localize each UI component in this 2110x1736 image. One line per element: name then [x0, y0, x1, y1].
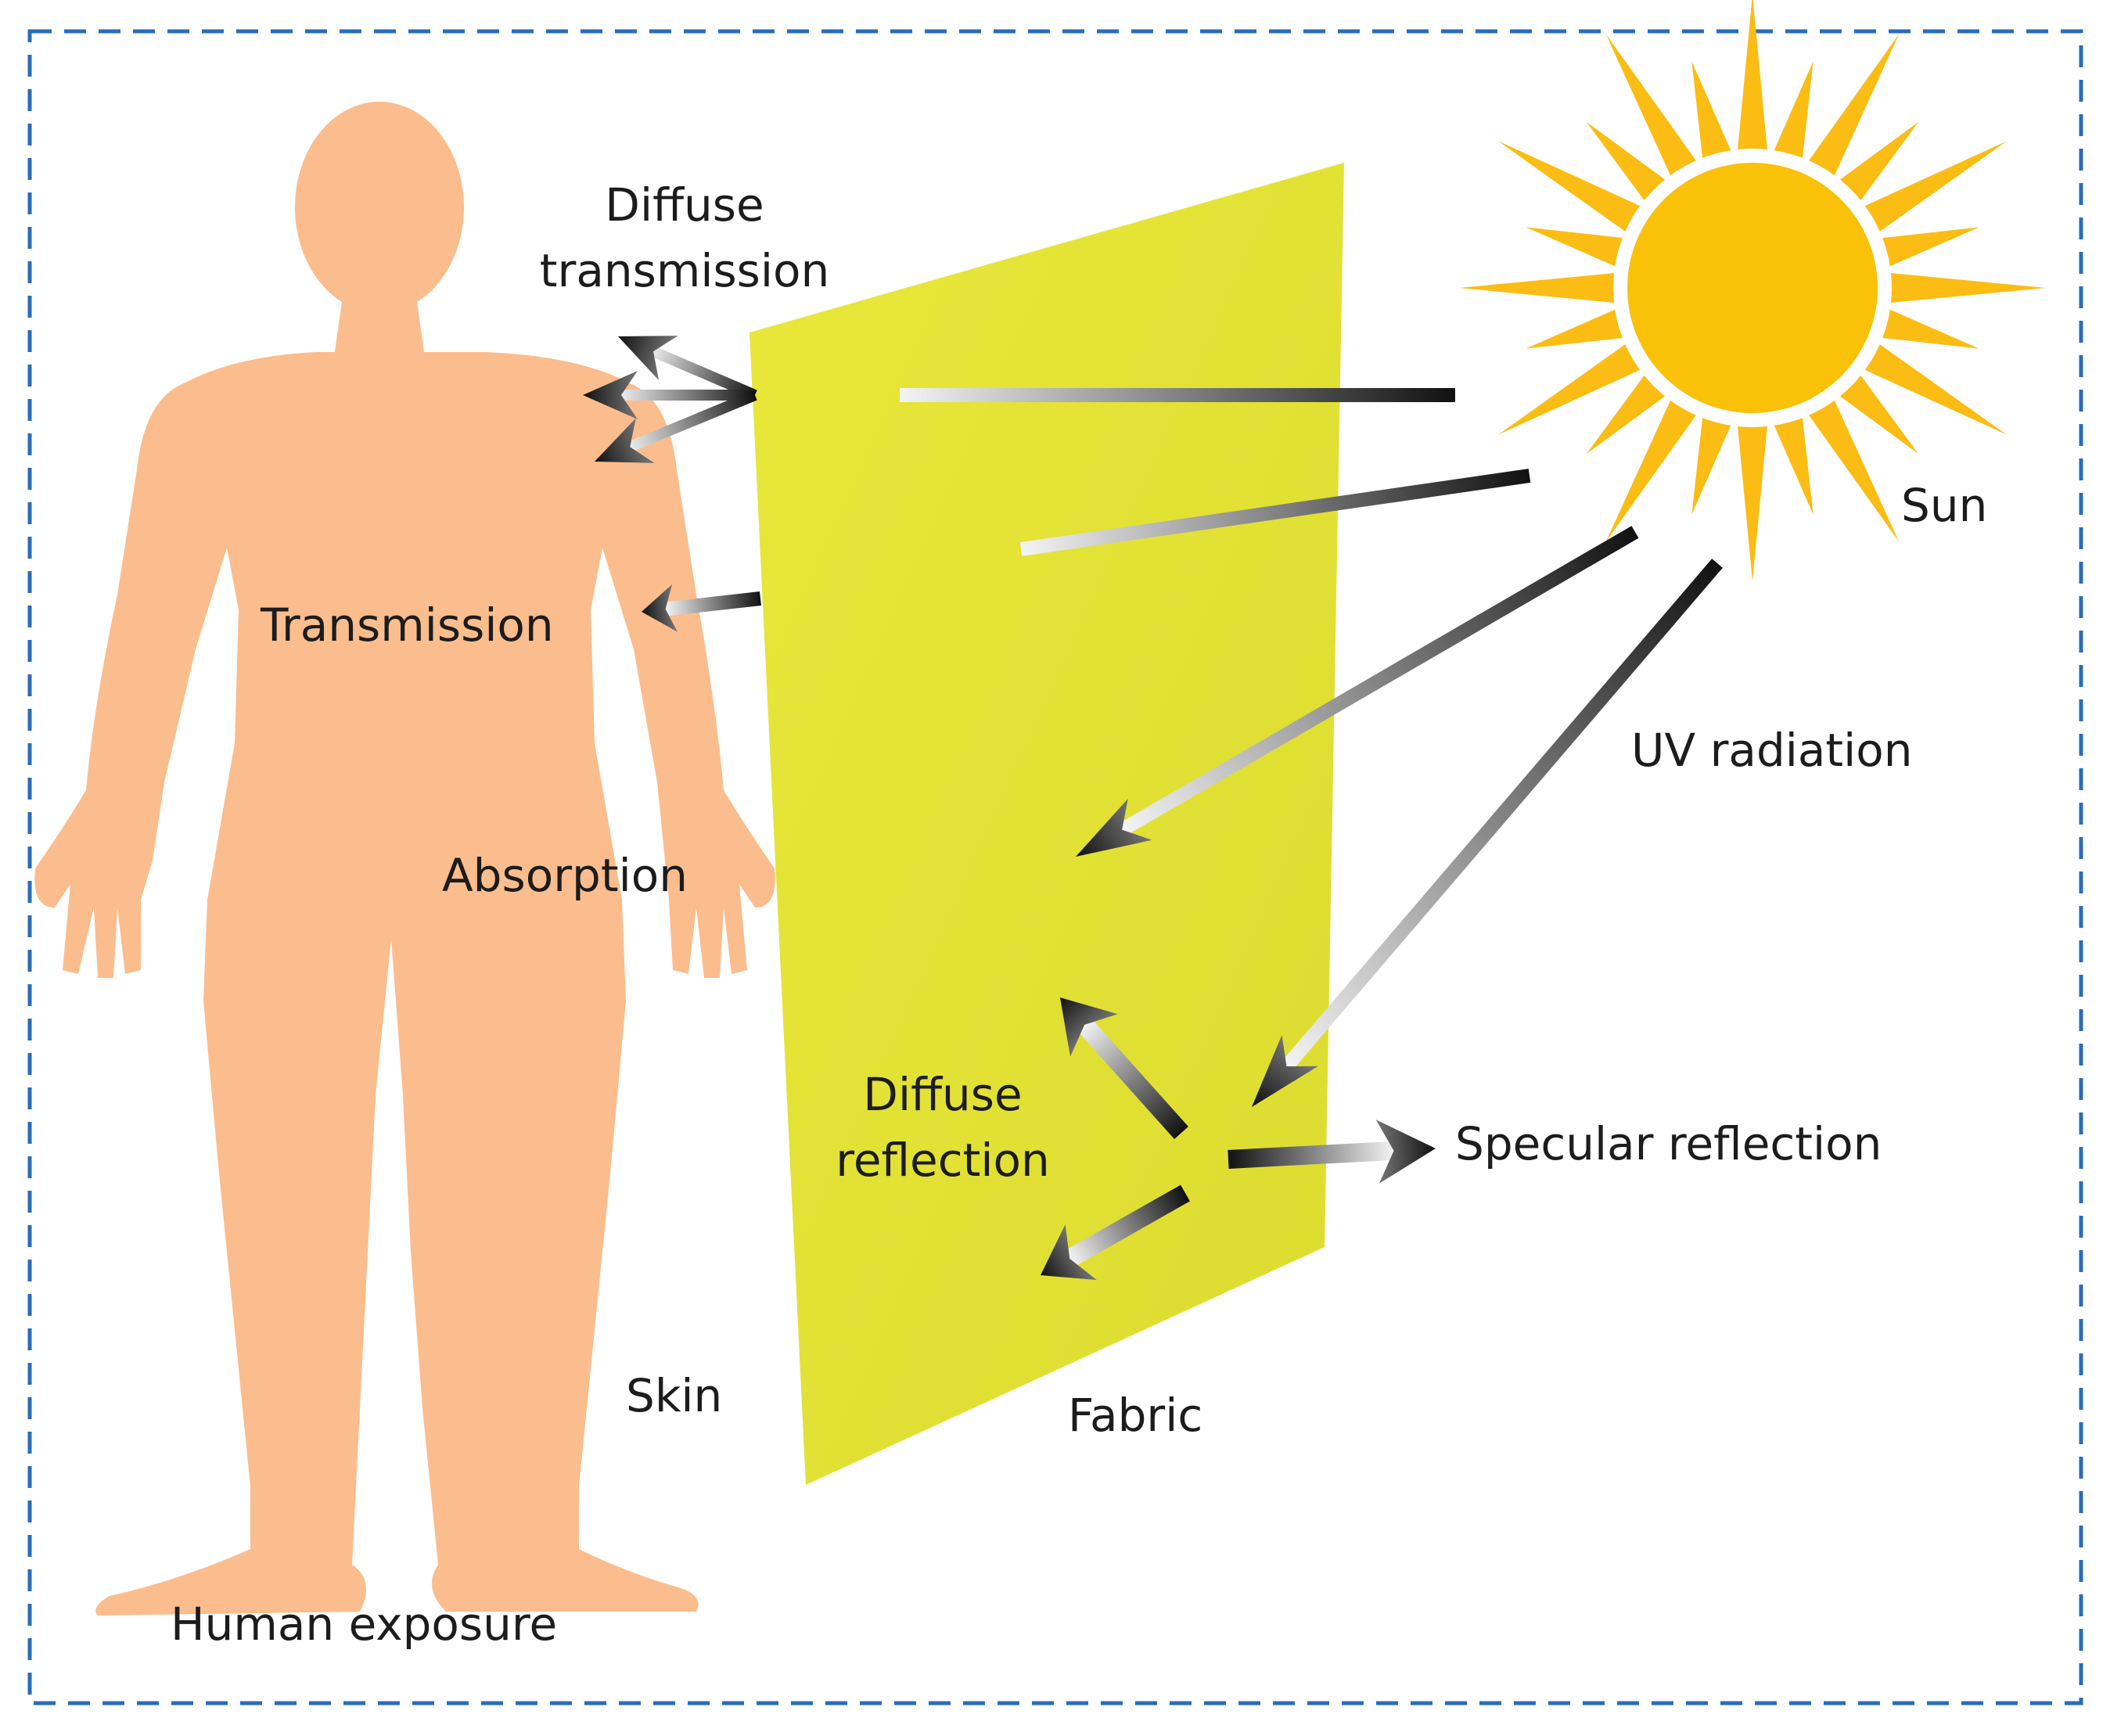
sun-ray-icon [1605, 34, 1698, 178]
sun-ray-icon [1838, 373, 1919, 455]
sun-icon [1459, 0, 2046, 581]
sun-ray-icon [1838, 121, 1919, 203]
diffuse-transmission-arrow [594, 390, 757, 463]
diffuse-reflection-up-arrow [1059, 997, 1188, 1140]
label-fabric: Fabric [1068, 1389, 1203, 1442]
sun-ray-icon [1691, 61, 1732, 160]
sun-ray-icon [1586, 121, 1667, 203]
diffuse-transmission-arrow [583, 371, 755, 419]
sun-ray-icon [1498, 141, 1642, 233]
label-diffuse-transmission-line1: Diffuse [605, 178, 764, 232]
sun-ray-icon [1526, 227, 1625, 268]
diffuse-reflection-down-arrow [1040, 1184, 1190, 1281]
specular-reflection-arrow [1228, 1120, 1436, 1184]
human-silhouette [34, 102, 775, 1616]
sun-ray-icon [1691, 415, 1732, 515]
sun-ray-icon [1888, 272, 2046, 304]
sun-ray-icon [1807, 34, 1900, 178]
sun-ray-icon [1498, 343, 1642, 435]
sun-ray-icon [1863, 343, 2007, 435]
sun-ray-icon [1605, 398, 1698, 542]
uv-ray-2 [1019, 469, 1531, 556]
label-diffuse-transmission-line2: transmission [539, 244, 830, 297]
label-human-exposure: Human exposure [171, 1598, 558, 1651]
label-sun: Sun [1901, 479, 1988, 532]
uv-ray-absorbed-arrow [1075, 526, 1639, 857]
sun-ray-icon [1880, 308, 1979, 349]
sun-ray-icon [1807, 398, 1900, 542]
sun-ray-icon [1773, 415, 1813, 515]
sun-ray-icon [1863, 141, 2007, 233]
label-absorption: Absorption [442, 849, 688, 902]
uv-ray-reflected-arrow [1251, 559, 1723, 1107]
sun-ray-icon [1586, 373, 1667, 455]
sun-ray-icon [1880, 227, 1979, 268]
sun-ray-icon [1526, 308, 1625, 349]
dashed-frame [27, 29, 2083, 1705]
label-uv-radiation: UV radiation [1631, 724, 1913, 777]
uv-ray-1 [900, 388, 1455, 402]
transmission-arrow [641, 584, 762, 632]
label-skin: Skin [626, 1369, 723, 1422]
arrows-group [641, 388, 1723, 1281]
label-specular-reflection: Specular reflection [1455, 1117, 1882, 1170]
label-diffuse-reflection-line2: reflection [836, 1134, 1050, 1187]
sun-ray-icon [1459, 272, 1617, 304]
sun-ray-icon [1737, 423, 1768, 581]
sun-ray-icon [1737, 0, 1768, 153]
label-transmission: Transmission [261, 598, 554, 652]
label-diffuse-reflection-line1: Diffuse [863, 1068, 1023, 1121]
diffuse-transmission-arrow [617, 336, 757, 401]
diffuse-transmission-arrows [583, 336, 757, 463]
fabric-panel [749, 163, 1344, 1485]
sun-ray-icon [1773, 61, 1813, 160]
